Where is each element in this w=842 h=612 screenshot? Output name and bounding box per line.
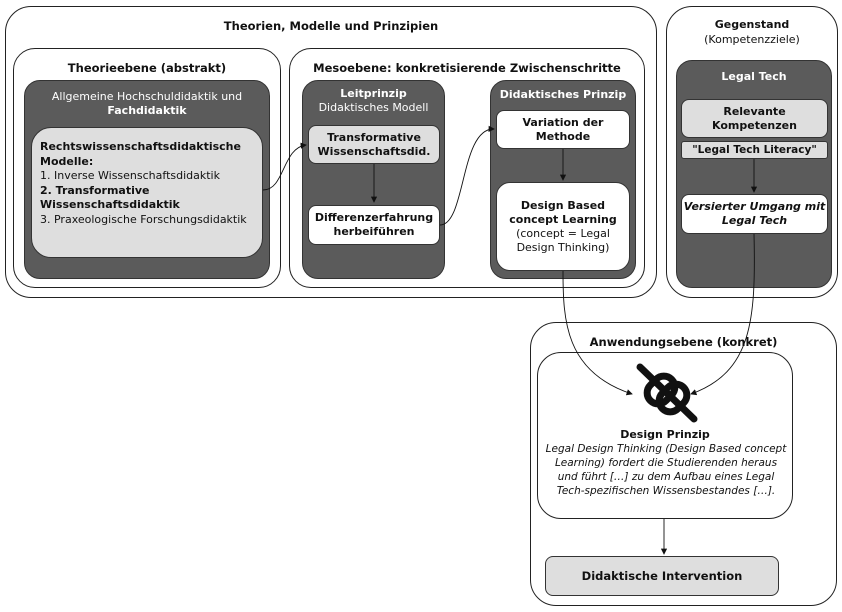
knot-link-icon: [634, 361, 700, 425]
theorieebene-title: Theorieebene (abstrakt): [67, 61, 227, 75]
design-prinzip-text: Legal Design Thinking (Design Based conc…: [545, 443, 787, 497]
transformative-box: Transformative Wissenschaftsdid.: [308, 125, 440, 164]
legal-tech-title: Legal Tech: [721, 70, 787, 83]
relevante-kompetenzen-box: Relevante Kompetenzen: [681, 99, 828, 138]
differenzerfahrung-label: Differenzerfahrung herbeiführen: [314, 211, 434, 238]
relevante-kompetenzen-label: Relevante Kompetenzen: [712, 104, 797, 132]
models-heading: Rechtswissenschaftsdidaktische Modelle:: [40, 140, 241, 168]
hochschuldidaktik-label: Allgemeine Hochschuldidaktik und: [51, 90, 243, 103]
mesoebene-title: Mesoebene: konkretisierende Zwischenschr…: [313, 61, 621, 75]
variation-box: Variation der Methode: [496, 110, 630, 149]
legal-tech-box: Legal Tech: [676, 60, 832, 288]
variation-label: Variation der Methode: [522, 115, 604, 143]
model-item-2: 2. Transformative Wissenschaftsdidaktik: [40, 183, 180, 212]
design-based-box: Design Based concept Learning (concept =…: [496, 182, 630, 271]
legal-tech-literacy-label: "Legal Tech Literacy": [692, 144, 817, 156]
design-prinzip-title: Design Prinzip: [620, 428, 710, 441]
didaktische-intervention-box: Didaktische Intervention: [545, 556, 779, 596]
transformative-label: Transformative Wissenschaftsdid.: [317, 130, 431, 158]
design-based-label: Design Based concept Learning: [509, 198, 617, 226]
didaktische-intervention-label: Didaktische Intervention: [581, 569, 743, 583]
versierter-umgang-label: Versierter Umgang mit Legal Tech: [683, 200, 826, 227]
leitprinzip-title: Leitprinzip: [340, 87, 407, 100]
theorien-title: Theorien, Modelle und Prinzipien: [223, 19, 439, 33]
anwendungsebene-title: Anwendungsebene (konkret): [589, 335, 778, 349]
rechtswissenschaft-models-box: Rechtswissenschaftsdidaktische Modelle: …: [31, 127, 263, 258]
model-item-3: 3. Praxeologische Forschungsdidaktik: [40, 212, 247, 226]
differenzerfahrung-box: Differenzerfahrung herbeiführen: [308, 205, 440, 245]
didaktisches-prinzip-title: Didaktisches Prinzip: [499, 88, 627, 101]
legal-tech-literacy-box: "Legal Tech Literacy": [681, 141, 828, 159]
design-based-sub: (concept = Legal Design Thinking): [516, 226, 610, 254]
model-item-1: 1. Inverse Wissenschaftsdidaktik: [40, 169, 220, 182]
versierter-umgang-box: Versierter Umgang mit Legal Tech: [681, 194, 828, 234]
leitprinzip-subtitle: Didaktisches Modell: [318, 101, 429, 114]
design-prinzip-box: Design Prinzip Legal Design Thinking (De…: [537, 352, 793, 519]
gegenstand-title: Gegenstand: [714, 18, 790, 31]
gegenstand-subtitle: (Kompetenzziele): [704, 33, 800, 46]
leitprinzip-box: Leitprinzip Didaktisches Modell: [302, 80, 445, 279]
fachdidaktik-label: Fachdidaktik: [107, 104, 187, 117]
